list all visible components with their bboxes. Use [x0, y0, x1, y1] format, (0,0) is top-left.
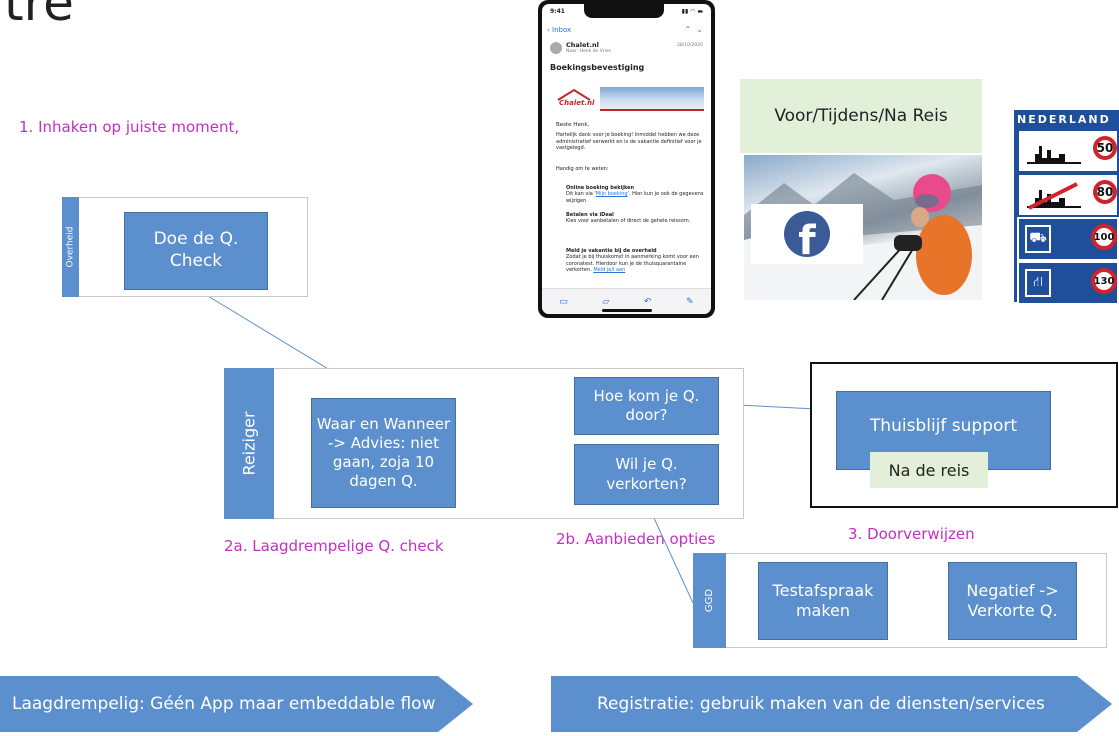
sign-row-motorway: ⛙ 130 — [1017, 261, 1119, 305]
meld-link[interactable]: Meld je/l aan — [593, 267, 626, 273]
city-end-icon — [1027, 182, 1081, 210]
box-hoe-kom-je-door[interactable]: Hoe kom je Q. door? — [574, 377, 719, 435]
mail-para1: Hartelijk dank voor je boeking! Inmiddel… — [556, 132, 702, 151]
speed-limit-80: 80 — [1093, 180, 1117, 204]
mail-date: 28/10/2020 — [677, 43, 703, 48]
chalet-logo-icon — [557, 88, 591, 108]
facebook-icon: f — [784, 211, 830, 257]
connector-wil-ggd — [647, 504, 694, 604]
mail-item3-text: Zodat je bij thuiskomst in aanmerking ko… — [566, 254, 699, 273]
lane-overheid-label: Overheid — [62, 197, 79, 297]
mail-handig: Handig om te weten: — [556, 166, 609, 172]
page-title: tre — [4, 0, 74, 32]
phone-mockup: 9:41 ▮▮ ◠ ▬ ‹ Inbox ⌃ ⌄ Chalet.nl Naar: … — [538, 0, 715, 318]
sign-row-city: 50 — [1017, 129, 1119, 173]
mail-item2-text: Kies voor aanbetalen of direct de gehele… — [566, 218, 691, 224]
speed-limit-50: 50 — [1093, 136, 1117, 160]
chevron-left-icon: ‹ — [547, 26, 553, 34]
speed-limit-100: 100 — [1091, 224, 1117, 250]
skier-photo: f — [744, 155, 982, 300]
nederland-road-sign: NEDERLAND 50 80 ⛟ 100 ⛙ 130 — [1014, 110, 1119, 305]
mail-item3-title: Meld je vakantie bij de overheid — [566, 248, 657, 254]
chevron-up-icon[interactable]: ⌃ — [684, 25, 692, 34]
lane-ggd-label: GGD — [693, 553, 726, 648]
box-waar-en-wanneer[interactable]: Waar en Wanneer -> Advies: niet gaan, zo… — [311, 398, 456, 508]
arrow-registratie: Registratie: gebruik maken van de dienst… — [551, 676, 1112, 732]
sender-name: Chalet.nl — [566, 41, 599, 49]
lane-reiziger-label: Reiziger — [224, 368, 274, 519]
phone-screen: 9:41 ▮▮ ◠ ▬ ‹ Inbox ⌃ ⌄ Chalet.nl Naar: … — [542, 4, 711, 314]
sign-header: NEDERLAND — [1017, 113, 1111, 126]
voor-tijdens-na-reis: Voor/Tijdens/Na Reis — [740, 79, 982, 153]
mijn-boeking-link[interactable]: Mijn boeking — [595, 191, 628, 197]
mail-greeting: Beste Henk, — [556, 122, 590, 128]
sender-to: Naar: Henk de Vries — [566, 49, 611, 54]
box-doe-de-check[interactable]: Doe de Q. Check — [124, 212, 268, 290]
folder-icon[interactable]: ▱ — [602, 297, 610, 307]
chevron-down-icon[interactable]: ⌄ — [696, 25, 703, 34]
box-testafspraak[interactable]: Testafspraak maken — [758, 562, 888, 640]
speed-limit-130: 130 — [1091, 268, 1117, 294]
step-3-label: 3. Doorverwijzen — [848, 525, 975, 543]
box-wil-je-verkorten[interactable]: Wil je Q. verkorten? — [574, 444, 719, 505]
chalet-logo: Chalet.nl — [554, 87, 594, 109]
phone-time: 9:41 — [550, 8, 565, 15]
mail-item1-title: Online boeking bekijken — [566, 185, 635, 191]
reply-icon[interactable]: ↶ — [643, 297, 652, 307]
step-2b-label: 2b. Aanbieden opties — [556, 530, 716, 548]
sender-avatar — [550, 42, 562, 54]
sign-row-city-end: 80 — [1017, 173, 1119, 217]
facebook-tile: f — [751, 204, 863, 264]
step-1-label: 1. Inhaken op juiste moment, — [19, 118, 240, 136]
sign-row-car: ⛟ 100 — [1017, 217, 1119, 261]
mail-subject: Boekingsbevestiging — [550, 63, 645, 72]
phone-notch — [584, 4, 664, 18]
car-road-icon: ⛟ — [1025, 225, 1051, 253]
chalet-banner-image — [600, 87, 704, 111]
mail-item2-title: Betalen via iDeal — [566, 212, 614, 218]
box-negatief-verkorte[interactable]: Negatief -> Verkorte Q. — [948, 562, 1077, 640]
home-indicator — [602, 309, 652, 312]
phone-status-icons: ▮▮ ◠ ▬ — [681, 8, 703, 15]
phone-back-link[interactable]: ‹ Inbox — [547, 26, 572, 34]
arrow-laagdrempelig: Laagdrempelig: Géén App maar embeddable … — [0, 676, 473, 732]
city-skyline-icon — [1027, 146, 1081, 164]
phone-nav-arrows[interactable]: ⌃ ⌄ — [685, 25, 704, 34]
step-2a-label: 2a. Laagdrempelige Q. check — [224, 537, 444, 555]
mail-item1-text: Dit kan via 'Mijn boeking'. Hier kun je … — [566, 191, 704, 204]
archive-icon[interactable]: ▭ — [559, 297, 568, 307]
na-de-reis-label: Na de reis — [870, 452, 988, 488]
compose-icon[interactable]: ✎ — [686, 297, 694, 307]
motorway-icon: ⛙ — [1025, 269, 1051, 297]
